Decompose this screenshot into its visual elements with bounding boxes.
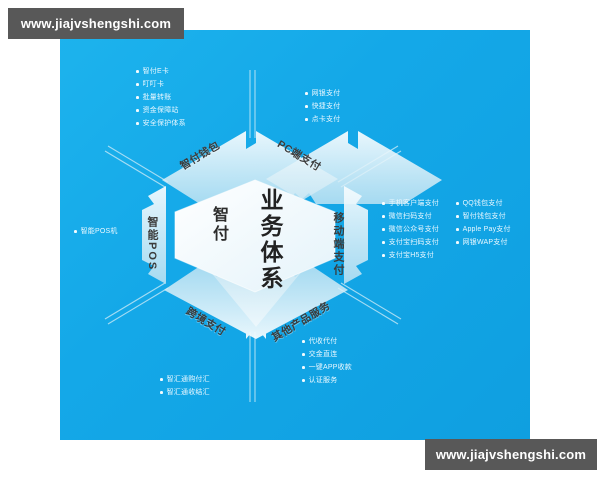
bullet-dot-icon bbox=[136, 109, 139, 112]
list-item-label: 点卡支付 bbox=[311, 116, 341, 123]
list-item-label: 微信扫码支付 bbox=[388, 213, 432, 220]
list-pc: 网银支付快捷支付点卡支付 bbox=[305, 90, 340, 129]
center-hexagon-outline bbox=[174, 179, 336, 293]
bullet-dot-icon bbox=[302, 353, 305, 356]
list-item: 手机客户端支付 bbox=[382, 200, 439, 207]
list-item-label: 网银支付 bbox=[311, 90, 341, 97]
list-item: 代收代付 bbox=[302, 338, 352, 345]
list-item-label: 安全保护体系 bbox=[142, 120, 186, 127]
bullet-dot-icon bbox=[302, 366, 305, 369]
bullet-dot-icon bbox=[160, 391, 163, 394]
list-item-label: 批量转账 bbox=[142, 94, 172, 101]
watermark-top: www.jiajvshengshi.com bbox=[8, 8, 184, 39]
list-other: 代收代付交金直连一键APP收款认证服务 bbox=[302, 338, 352, 390]
list-pos: 智能POS机 bbox=[74, 228, 118, 241]
list-item: 网银WAP支付 bbox=[456, 239, 511, 246]
segment-label-pos: 智能POS bbox=[146, 216, 158, 272]
list-item-label: 手机客户端支付 bbox=[388, 200, 439, 207]
list-item: 智汇通购付汇 bbox=[160, 376, 210, 383]
bullet-dot-icon bbox=[136, 83, 139, 86]
list-item-label: 网银WAP支付 bbox=[462, 239, 508, 246]
list-item: 认证服务 bbox=[302, 377, 352, 384]
bullet-dot-icon bbox=[382, 215, 385, 218]
bullet-dot-icon bbox=[382, 254, 385, 257]
bullet-dot-icon bbox=[74, 230, 77, 233]
list-item-label: 智汇通购付汇 bbox=[166, 376, 210, 383]
list-item-label: Apple Pay支付 bbox=[462, 226, 511, 233]
bullet-dot-icon bbox=[456, 215, 459, 218]
list-item-label: 微信公众号支付 bbox=[388, 226, 439, 233]
list-item: Apple Pay支付 bbox=[456, 226, 511, 233]
bullet-dot-icon bbox=[382, 202, 385, 205]
bullet-dot-icon bbox=[456, 228, 459, 231]
segment-label-mobile: 移动端支付 bbox=[332, 211, 344, 277]
list-item-label: 支付宝扫码支付 bbox=[388, 239, 439, 246]
hexagon-diagram: 智付钱包 PC端支付 移动端支付 其他产品服务 跨境支付 智能POS 智付 业务… bbox=[60, 30, 530, 440]
hexagon-svg bbox=[104, 70, 442, 402]
bullet-dot-icon bbox=[136, 96, 139, 99]
bullet-dot-icon bbox=[302, 379, 305, 382]
list-item: 支付宝H5支付 bbox=[382, 252, 439, 259]
list-item: 智付E卡 bbox=[136, 68, 186, 75]
list-item: 叮叮卡 bbox=[136, 81, 186, 88]
bullet-dot-icon bbox=[382, 241, 385, 244]
center-title-secondary: 业务体系 bbox=[257, 188, 283, 292]
list-cross: 智汇通购付汇智汇通收结汇 bbox=[160, 376, 210, 402]
list-item-label: 智能POS机 bbox=[80, 228, 118, 235]
list-item: 安全保护体系 bbox=[136, 120, 186, 127]
bullet-dot-icon bbox=[160, 378, 163, 381]
list-item: 微信扫码支付 bbox=[382, 213, 439, 220]
bullet-dot-icon bbox=[136, 122, 139, 125]
list-item-label: 叮叮卡 bbox=[142, 81, 165, 88]
segment-pc bbox=[266, 131, 442, 204]
infographic-canvas: 智付钱包 PC端支付 移动端支付 其他产品服务 跨境支付 智能POS 智付 业务… bbox=[60, 30, 530, 440]
list-item-label: 一键APP收款 bbox=[308, 364, 353, 371]
list-item: 微信公众号支付 bbox=[382, 226, 439, 233]
list-item-label: 交金直连 bbox=[308, 351, 338, 358]
list-item-label: 资金保障站 bbox=[142, 107, 179, 114]
watermark-bottom: www.jiajvshengshi.com bbox=[425, 439, 597, 470]
segment-pos bbox=[142, 186, 166, 284]
list-item-label: 认证服务 bbox=[308, 377, 338, 384]
list-item: 批量转账 bbox=[136, 94, 186, 101]
list-item: 一键APP收款 bbox=[302, 364, 352, 371]
bullet-dot-icon bbox=[305, 92, 308, 95]
list-item: 智能POS机 bbox=[74, 228, 118, 235]
bullet-dot-icon bbox=[382, 228, 385, 231]
list-item-label: 智汇通收结汇 bbox=[166, 389, 210, 396]
bullet-dot-icon bbox=[305, 105, 308, 108]
list-item: 资金保障站 bbox=[136, 107, 186, 114]
list-item: QQ钱包支付 bbox=[456, 200, 511, 207]
list-mobile-col1: 手机客户端支付微信扫码支付微信公众号支付支付宝扫码支付支付宝H5支付 bbox=[382, 200, 439, 265]
list-item-label: 快捷支付 bbox=[311, 103, 341, 110]
list-item: 智付钱包支付 bbox=[456, 213, 511, 220]
list-item-label: 代收代付 bbox=[308, 338, 338, 345]
bullet-dot-icon bbox=[302, 340, 305, 343]
list-item: 网银支付 bbox=[305, 90, 340, 97]
list-wallet: 智付E卡叮叮卡批量转账资金保障站安全保护体系 bbox=[136, 68, 186, 133]
bullet-dot-icon bbox=[456, 202, 459, 205]
list-item-label: 支付宝H5支付 bbox=[388, 252, 434, 259]
list-item-label: 智付钱包支付 bbox=[462, 213, 506, 220]
list-item: 快捷支付 bbox=[305, 103, 340, 110]
list-item: 智汇通收结汇 bbox=[160, 389, 210, 396]
list-item-label: 智付E卡 bbox=[142, 68, 170, 75]
center-hexagon bbox=[175, 180, 335, 292]
list-mobile-col2: QQ钱包支付智付钱包支付 Apple Pay支付网银WAP支付 bbox=[456, 200, 511, 252]
list-item: 支付宝扫码支付 bbox=[382, 239, 439, 246]
list-item: 点卡支付 bbox=[305, 116, 340, 123]
bullet-dot-icon bbox=[305, 118, 308, 121]
center-title-primary: 智付 bbox=[210, 206, 227, 244]
list-item: 交金直连 bbox=[302, 351, 352, 358]
segment-mobile bbox=[344, 186, 368, 284]
list-item-label: QQ钱包支付 bbox=[462, 200, 503, 207]
bullet-dot-icon bbox=[136, 70, 139, 73]
bullet-dot-icon bbox=[456, 241, 459, 244]
